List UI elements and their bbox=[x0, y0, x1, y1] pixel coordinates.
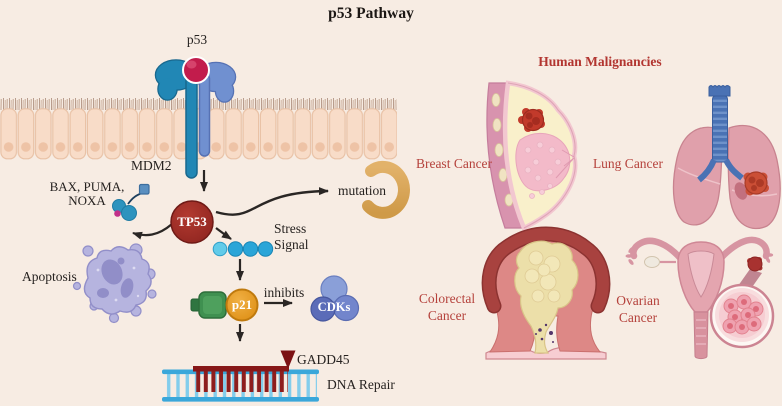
trachea bbox=[697, 85, 744, 183]
mdm2-label: MDM2 bbox=[131, 158, 172, 173]
dna-helix bbox=[162, 350, 319, 402]
cdks-cluster bbox=[310, 275, 360, 322]
stress-signal-dots bbox=[212, 241, 274, 257]
dna-rail-bottom bbox=[162, 397, 319, 402]
lung-cancer-illustration bbox=[672, 85, 781, 230]
inhibits-label: inhibits bbox=[263, 285, 305, 300]
pathway-arrows bbox=[132, 170, 329, 342]
bax-line1: BAX, PUMA, bbox=[49, 179, 125, 194]
lung-tumor bbox=[743, 171, 769, 196]
left-fimbriae bbox=[625, 247, 634, 265]
colorectal-line1: Colorectal bbox=[418, 291, 476, 306]
ubiquitin-square-icon bbox=[138, 183, 150, 195]
breast-cancer-label: Breast Cancer bbox=[415, 156, 493, 171]
tumor-lobules bbox=[524, 250, 561, 303]
cell-membrane bbox=[0, 98, 397, 160]
dna-damage-bar bbox=[193, 366, 289, 372]
colorectal-line2: Cancer bbox=[427, 308, 467, 323]
ovarian-line2: Cancer bbox=[618, 310, 658, 325]
right-fallopian-tube bbox=[717, 236, 770, 262]
lung-cancer-label: Lung Cancer bbox=[592, 156, 664, 171]
gadd45-marker-icon bbox=[280, 350, 296, 369]
bax-puma-noxa-complex bbox=[112, 183, 150, 221]
dna-rungs-damaged bbox=[194, 371, 288, 392]
membrane-cells bbox=[0, 108, 397, 160]
human-malignancies-heading: Human Malignancies bbox=[538, 54, 662, 69]
breast-tumor bbox=[518, 108, 545, 132]
nuclear-fragments bbox=[97, 257, 134, 298]
right-bronchus bbox=[723, 158, 744, 181]
receptor-stem-teal bbox=[185, 71, 198, 179]
mutant-protein-icon bbox=[362, 160, 410, 219]
tp53-node bbox=[170, 200, 214, 244]
gadd45-label: GADD45 bbox=[297, 352, 350, 367]
bax-puma-noxa-label: BAX, PUMA, NOXA bbox=[40, 180, 134, 208]
figure-title: p53 Pathway bbox=[328, 5, 414, 22]
apoptosis-label: Apoptosis bbox=[22, 269, 77, 284]
stress-line2: Signal bbox=[274, 236, 309, 252]
apoptosis-cell bbox=[72, 243, 157, 324]
left-bronchus bbox=[697, 158, 717, 183]
colorectal-cancer-illustration bbox=[481, 226, 611, 360]
lobules bbox=[524, 141, 562, 199]
mutation-label: mutation bbox=[338, 183, 386, 198]
p53-ligand-ball bbox=[182, 56, 210, 84]
right-fimbriae bbox=[765, 253, 774, 263]
bacteria-dots bbox=[535, 323, 554, 343]
breast-cancer-illustration bbox=[486, 80, 578, 232]
tumor-magnifier bbox=[709, 283, 775, 349]
p21-node bbox=[225, 288, 259, 322]
ovarian-line1: Ovarian bbox=[616, 293, 660, 308]
tp53-node-label: TP53 bbox=[177, 214, 207, 229]
p21-complex bbox=[190, 288, 259, 322]
chest-wall-nodes bbox=[491, 93, 514, 207]
ovarian-tumor bbox=[747, 256, 763, 272]
cervix-canal bbox=[693, 311, 709, 360]
arrow-tp53-to-apoptosis bbox=[132, 223, 173, 240]
cilia-band bbox=[0, 98, 397, 111]
p21-node-label: p21 bbox=[231, 297, 253, 312]
stress-signal-label: Stress Signal bbox=[274, 221, 309, 252]
arrow-tp53-to-mutation bbox=[215, 187, 329, 216]
ovarian-cancer-illustration bbox=[625, 236, 775, 360]
dna-repair-label: DNA Repair bbox=[327, 377, 395, 392]
lung-notch bbox=[734, 182, 748, 200]
p53-label: p53 bbox=[186, 32, 208, 47]
ovarian-cancer-label: Ovarian Cancer bbox=[601, 292, 675, 326]
stress-line1: Stress bbox=[274, 221, 307, 236]
receptor-stem-blue bbox=[198, 73, 211, 157]
tumor-cells bbox=[722, 294, 764, 335]
uterine-cavity bbox=[687, 250, 715, 298]
milk-ducts bbox=[555, 149, 575, 179]
cdks-node-label: CDKs bbox=[317, 300, 351, 314]
left-fallopian-tube bbox=[630, 237, 685, 263]
arrow-tp53-to-stress bbox=[215, 227, 232, 240]
colorectal-cancer-label: Colorectal Cancer bbox=[409, 290, 485, 324]
polyp-outer-rim bbox=[483, 227, 609, 312]
left-ovary bbox=[644, 256, 660, 268]
p53-receptor bbox=[154, 56, 237, 179]
bax-line2: NOXA bbox=[68, 193, 106, 208]
